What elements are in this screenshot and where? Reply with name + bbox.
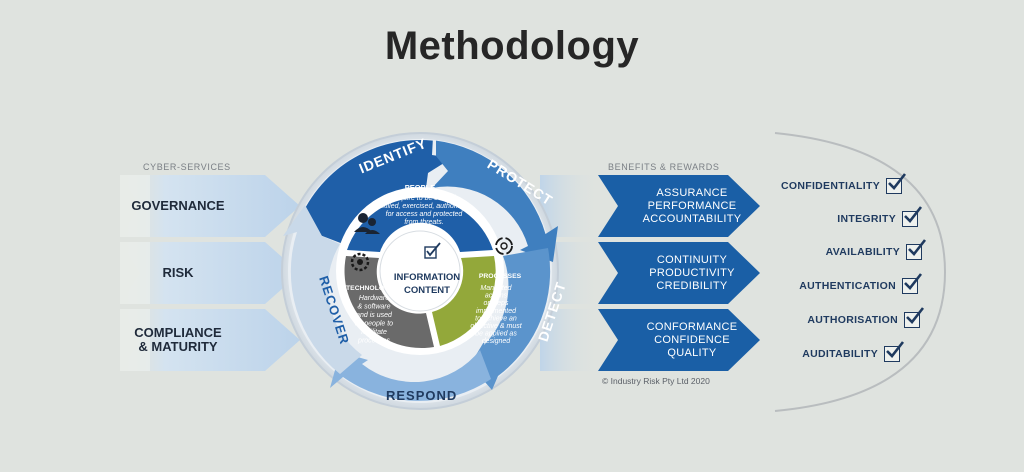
attribute-label: CONFIDENTIALITY <box>781 180 880 192</box>
attribute-row: INTEGRITY <box>837 206 923 227</box>
attributes-bracket <box>774 132 947 412</box>
processes-text-line: to achieve an <box>475 315 517 322</box>
attribute-row: AUDITABILITY <box>802 341 905 362</box>
chevron-continuity <box>598 242 760 304</box>
benefit-line: CONTINUITY <box>656 253 728 266</box>
benefit-line: CONFORMANCE <box>646 320 738 333</box>
service-label: GOVERNANCE <box>128 199 228 213</box>
segment-respond <box>330 350 491 401</box>
segment-people <box>347 197 493 252</box>
technology-text-line: Hardware <box>359 295 389 302</box>
benefit-line: QUALITY <box>667 346 717 359</box>
benefit-line: ACCOUNTABILITY <box>642 212 742 225</box>
people-text-line: for access and protected <box>386 211 464 218</box>
technology-text-line: facilitate <box>361 329 387 336</box>
service-label-line: & MATURITY <box>138 339 218 354</box>
processes-title: PROCESSES <box>479 273 522 280</box>
attribute-row: CONFIDENTIALITY <box>781 173 907 194</box>
processes-text-line: objective & must <box>470 323 522 330</box>
people-icon <box>354 213 380 234</box>
segment-protect <box>432 140 558 262</box>
segment-technology <box>344 256 434 349</box>
benefit-line: PERFORMANCE <box>647 199 737 212</box>
segment-identify <box>297 139 452 243</box>
people-text-line: skilled, exercised, authorised <box>379 203 470 210</box>
checkmark-icon <box>886 173 907 194</box>
benefit-line: ASSURANCE <box>656 186 728 199</box>
technology-text-line: processes <box>357 338 390 345</box>
attribute-row: AUTHENTICATION <box>799 273 923 294</box>
benefit-line: PRODUCTIVITY <box>649 266 735 279</box>
processes-text-line: implemented <box>476 308 517 315</box>
processes-text-line: be applied as <box>475 331 517 338</box>
cycle-arrows-icon <box>495 237 513 255</box>
segment-detect <box>470 248 551 390</box>
checkmark-icon <box>906 239 927 260</box>
segment-recover <box>283 205 362 374</box>
processes-text-line: actions <box>485 293 508 300</box>
information-line1: INFORMATION <box>394 272 460 283</box>
page-title: Methodology <box>384 24 640 68</box>
chevron-governance <box>120 175 300 237</box>
benefits-label: BENEFITS & REWARDS <box>608 162 720 172</box>
attribute-label: AUTHENTICATION <box>799 280 896 292</box>
methodology-wheel: IDENTIFY PROTECT DETECT RESPOND RECOVER … <box>281 132 569 410</box>
chevron-risk <box>120 242 300 304</box>
people-description: Require to be trained,skilled, exercised… <box>379 195 470 226</box>
label-respond: RESPOND <box>386 388 457 403</box>
chevron-conformance <box>598 309 760 371</box>
processes-text-line: or steps <box>484 300 509 307</box>
people-text-line: Require to be trained, <box>390 195 457 202</box>
attribute-label: INTEGRITY <box>837 213 896 225</box>
attribute-label: AVAILABILITY <box>825 246 900 258</box>
technology-text-line: & software <box>357 304 390 311</box>
service-label: RISK <box>128 266 228 280</box>
benefit-line: CREDIBILITY <box>656 279 728 292</box>
service-chevrons <box>120 175 300 371</box>
segment-processes <box>432 256 496 346</box>
copyright-text: © Industry Risk Pty Ltd 2020 <box>602 376 710 386</box>
technology-text-line: and is used <box>356 312 393 319</box>
attribute-label: AUDITABILITY <box>802 348 878 360</box>
benefit-line: CONFIDENCE <box>654 333 730 346</box>
technology-title: TECHNOLOGY <box>346 285 394 292</box>
technology-text-line: by people to <box>355 321 393 328</box>
attribute-row: AUTHORISATION <box>807 307 925 328</box>
checkmark-icon <box>902 273 923 294</box>
information-line2: CONTENT <box>404 285 450 296</box>
chevron-assurance <box>598 175 760 237</box>
checkmark-icon <box>904 307 925 328</box>
checkmark-icon <box>884 341 905 362</box>
checkmark-icon <box>902 206 923 227</box>
cyber-services-label: CYBER-SERVICES <box>143 162 231 172</box>
benefit-chevrons <box>598 175 760 371</box>
gear-icon <box>350 252 370 272</box>
service-label-line: RISK <box>162 265 194 280</box>
people-title: PEOPLE <box>405 183 435 192</box>
attribute-label: AUTHORISATION <box>807 314 898 326</box>
checkbox-icon <box>424 242 441 259</box>
service-label-line: COMPLIANCE <box>134 325 222 340</box>
service-label-line: GOVERNANCE <box>131 198 225 213</box>
processes-text-line: designed <box>482 338 512 345</box>
attribute-row: AVAILABILITY <box>825 239 927 260</box>
people-text-line: from threats. <box>404 219 443 226</box>
service-label: COMPLIANCE& MATURITY <box>128 326 228 354</box>
chevron-compliance <box>120 309 300 371</box>
processes-text-line: Mandated <box>480 285 512 292</box>
